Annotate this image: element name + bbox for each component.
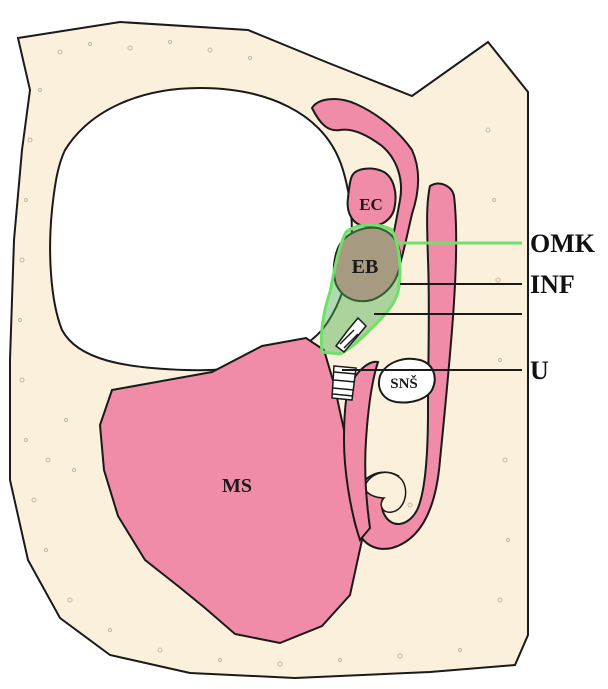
- orbit: [50, 88, 352, 370]
- callout-label-u: U: [530, 356, 549, 385]
- label-ms: MS: [222, 475, 252, 497]
- label-ec: EC: [359, 195, 383, 214]
- label-eb: EB: [352, 256, 379, 278]
- callout-label-omk: OMK: [530, 229, 596, 258]
- label-snš: SNŠ: [390, 375, 418, 392]
- callout-label-inf: INF: [530, 270, 575, 299]
